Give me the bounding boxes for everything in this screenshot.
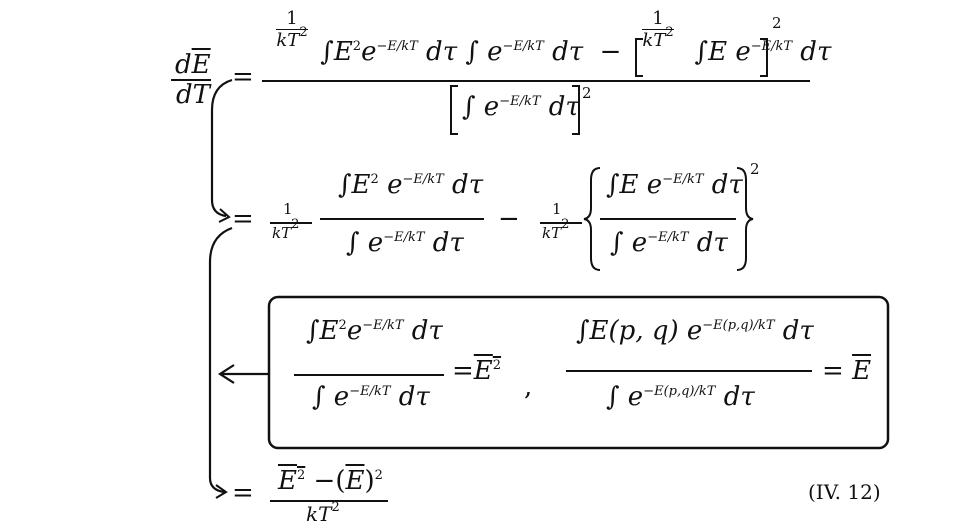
- final-numerator: E2 −(E)2: [278, 466, 383, 496]
- equals-2: =: [232, 204, 254, 234]
- box-result-b: = E: [822, 356, 872, 386]
- box-num-b: ∫E(p, q) e−E(p,q)/kT dτ: [576, 316, 814, 346]
- box-comma: ,: [524, 372, 533, 402]
- row2-coef-bar-a: [270, 222, 312, 224]
- row2-square: 2: [750, 160, 760, 178]
- upper-left-bracket: [210, 78, 233, 218]
- result-box: [267, 295, 890, 450]
- lhs-numerator: =dE: [175, 50, 211, 80]
- box-arrow: [217, 364, 268, 384]
- box-den-b: ∫ e−E(p,q)/kT dτ: [606, 382, 755, 412]
- row2-kT2-b: kT2: [542, 217, 570, 242]
- row2-coef-bar-b: [540, 222, 582, 224]
- lhs-fraction-bar: [171, 79, 211, 81]
- row2-minus: −: [498, 204, 520, 234]
- equals-1: =: [232, 62, 254, 92]
- row2-bar-a: [320, 218, 484, 220]
- row1-denominator: ∫ e−E/kT dτ: [462, 92, 580, 122]
- row2-den-a: ∫ e−E/kT dτ: [346, 228, 464, 258]
- box-result-a: =E2: [452, 356, 502, 386]
- lower-left-bracket: [208, 226, 233, 494]
- box-bar-b: [566, 370, 812, 372]
- lhs-denominator: dT: [176, 80, 210, 110]
- box-num-a: ∫E2e−E/kT dτ: [306, 316, 443, 346]
- row2-one-a: 1: [283, 200, 293, 218]
- box-den-a: ∫ e−E/kT dτ: [312, 382, 430, 412]
- row2-kT2-a: kT2: [272, 217, 300, 242]
- final-denominator: kT2: [306, 500, 340, 526]
- row1-den-square: 2: [582, 84, 592, 102]
- row2-bar-b: [600, 218, 736, 220]
- box-bar-a: [294, 374, 444, 376]
- final-bar: [270, 500, 388, 502]
- row1-numerator: 1 kT2 ∫E2e−E/kT dτ ∫ e−E/kT dτ − 1 kT2 ∫…: [276, 8, 832, 67]
- row2-num-b: ∫E e−E/kT dτ: [606, 170, 743, 200]
- row2-den-b: ∫ e−E/kT dτ: [610, 228, 728, 258]
- row2-num-a: ∫E2 e−E/kT dτ: [338, 170, 484, 200]
- row2-one-b: 1: [552, 200, 562, 218]
- upper-arrowhead: [218, 208, 231, 223]
- equation-label: (IV. 12): [808, 480, 881, 504]
- row1-fraction-bar: [262, 80, 810, 82]
- equals-final: =: [232, 478, 254, 508]
- row1-square: 2: [772, 14, 782, 32]
- lower-arrowhead: [215, 484, 228, 499]
